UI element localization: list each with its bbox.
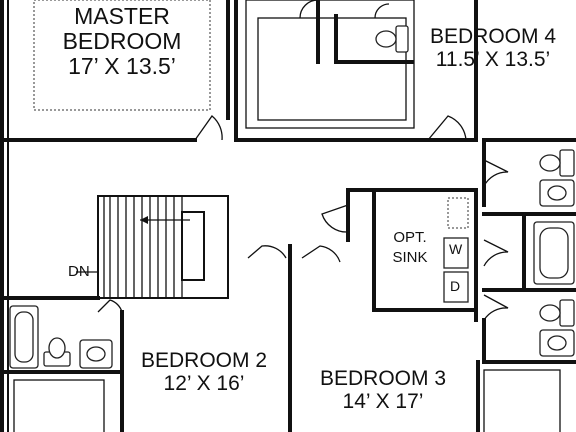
master-tray-ceiling [33, 0, 211, 111]
toilet-icon [43, 337, 71, 367]
door-swing-icon [483, 239, 509, 267]
door-swing-icon [299, 0, 319, 19]
bedroom-4-size: 11.5’ X 13.5’ [435, 47, 551, 71]
door-swing-icon [374, 3, 390, 19]
closet-outline [483, 369, 561, 432]
washer-label: W [449, 241, 463, 257]
sink-icon [79, 339, 113, 369]
door-swing-icon [321, 204, 349, 233]
bedroom-3-label: BEDROOM 3 14’ X 17’ [298, 367, 468, 413]
door-swing-icon [301, 245, 341, 263]
laundry-label: OPT. SINK [382, 228, 438, 267]
stairwell [76, 195, 229, 299]
bedroom-2-size: 12’ X 16’ [163, 371, 245, 395]
door-swing-icon [427, 115, 467, 141]
bedroom-4-label: BEDROOM 4 11.5’ X 13.5’ [418, 25, 568, 71]
sink-icon [447, 197, 469, 229]
master-bedroom-walls [0, 0, 230, 142]
master-bedroom-size: 17’ X 13.5’ [68, 52, 176, 79]
dryer-icon [443, 271, 469, 303]
bathtub-icon [533, 221, 575, 285]
sink-icon [539, 179, 575, 207]
toilet-icon [375, 25, 409, 53]
toilet-icon [539, 149, 575, 177]
bedroom-3-size: 14’ X 17’ [342, 389, 424, 413]
bedroom-2-label: BEDROOM 2 12’ X 16’ [124, 349, 284, 395]
laundry-opt-text: OPT. [393, 229, 427, 246]
door-swing-icon [247, 245, 287, 259]
master-bedroom-name-line2: BEDROOM [62, 27, 182, 54]
bedroom-3-name: BEDROOM 3 [319, 367, 447, 390]
door-swing-icon [194, 115, 223, 141]
washer-icon [443, 237, 469, 269]
master-bedroom-name-line1: MASTER [74, 3, 170, 29]
stair-arrow-icon [140, 216, 148, 224]
dryer-label: D [450, 278, 461, 294]
sink-icon [539, 329, 575, 357]
bedroom-2-name: BEDROOM 2 [140, 349, 268, 372]
bedroom-4-name: BEDROOM 4 [429, 25, 557, 48]
door-swing-icon [97, 299, 123, 313]
closet-outline [13, 379, 105, 432]
lower-left-bath [0, 305, 124, 374]
exterior-wall-left [0, 0, 9, 432]
laundry-walls [321, 188, 478, 322]
stair-down-label: DN [68, 263, 90, 280]
door-swing-icon [483, 159, 509, 187]
master-bath-walls [234, 0, 478, 142]
bedroom-4-walls [427, 0, 478, 142]
hall-bath-walls [482, 138, 576, 364]
toilet-icon [539, 299, 575, 327]
master-bedroom-label: MASTER BEDROOM 17’ X 13.5’ [48, 4, 196, 78]
door-swing-icon [483, 294, 509, 321]
laundry-sink-text: SINK [392, 248, 428, 266]
